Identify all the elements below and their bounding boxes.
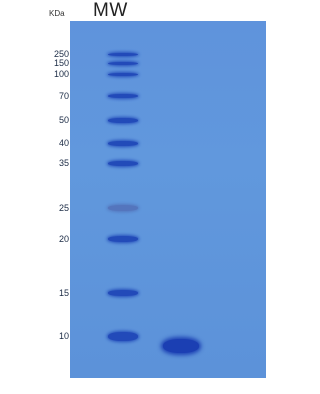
mw-label-50: 50 (58, 115, 69, 125)
ladder-band-10 (108, 331, 138, 341)
ladder-band-100 (108, 72, 138, 76)
ladder-band-50 (108, 117, 138, 123)
mw-label-20: 20 (58, 234, 69, 244)
ladder-band-150 (108, 61, 138, 65)
gel-image (70, 21, 266, 378)
lane-title: MW (93, 0, 128, 21)
ladder-band-20 (108, 236, 138, 242)
ladder-band-35 (108, 160, 138, 166)
sample-band (163, 339, 199, 353)
mw-label-25: 25 (58, 203, 69, 213)
mw-label-150: 150 (53, 58, 69, 68)
mw-label-250: 250 (53, 49, 69, 59)
ladder-band-250 (108, 52, 138, 56)
mw-label-40: 40 (58, 138, 69, 148)
mw-label-70: 70 (58, 91, 69, 101)
mw-label-35: 35 (58, 158, 69, 168)
mw-label-10: 10 (58, 331, 69, 341)
ladder-band-15 (108, 290, 138, 296)
mw-label-15: 15 (58, 288, 69, 298)
mw-label-100: 100 (53, 69, 69, 79)
ladder-band-70 (108, 94, 138, 98)
ladder-band-25 (108, 205, 138, 211)
unit-label: KDa (49, 9, 65, 18)
ladder-band-40 (108, 140, 138, 146)
